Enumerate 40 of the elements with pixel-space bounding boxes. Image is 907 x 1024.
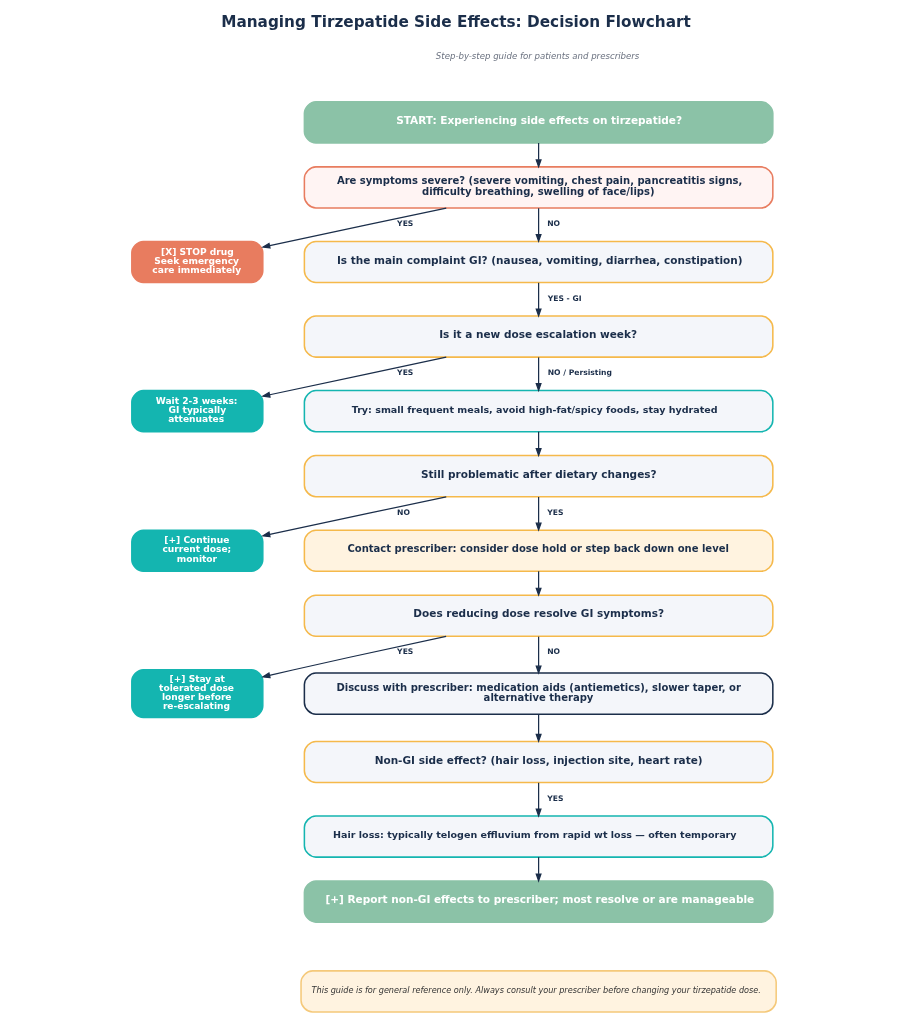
node-box: Non-GI side effect? (hair loss, injection site, heart rate) — [303, 740, 774, 784]
node-box: [+] Report non-GI effects to prescriber; most resolve or are manageable — [303, 880, 774, 923]
edge-label: YES — [396, 647, 413, 657]
arrow — [260, 496, 447, 538]
node-box: Hair loss: typically telogen effluvium from rapid wt loss — often temporary — [303, 815, 774, 858]
edge-label: NO / Persisting — [547, 368, 612, 378]
arrow — [534, 713, 542, 743]
edge-label: NO — [546, 219, 560, 229]
node-box: [+] Stay at tolerated dose longer before re-escalating — [130, 668, 264, 719]
edge-label: YES — [546, 793, 563, 803]
arrow — [260, 635, 447, 679]
edge-label: YES — [546, 507, 563, 517]
node-box: Are symptoms severe? (severe vomiting, chest pain, pancreatitis signs, difficulty breathing, swelling of face/lips) — [303, 166, 774, 209]
edge-label: YES - GI — [547, 293, 581, 303]
node-box: [+] Continue current dose; monitor — [130, 529, 264, 573]
node-box: Try: small frequent meals, avoid high-fat/spicy foods, stay hydrated — [303, 389, 774, 433]
node-box: Wait 2-3 weeks: GI typically attenuates — [130, 389, 264, 433]
arrow — [534, 356, 542, 393]
arrow — [534, 282, 542, 318]
arrow — [534, 496, 542, 532]
node-box: [X] STOP drug Seek emergency care immediately — [130, 240, 264, 284]
node-box: Still problematic after dietary changes? — [303, 454, 774, 498]
label: Step-by-step guide for patients and prescribers — [435, 50, 639, 61]
node-box: START: Experiencing side effects on tirzepatide? — [303, 101, 774, 144]
arrow — [534, 207, 542, 244]
arrow — [534, 636, 542, 675]
diagram-title: Managing Tirzepatide Side Effects: Decision Flowchart — [220, 13, 691, 32]
node-box: Does reducing dose resolve GI symptoms? — [303, 594, 774, 638]
edge-label: YES — [396, 219, 413, 229]
node-box: Discuss with prescriber: medication aids (antiemetics), slower taper, or alternative therapy — [303, 672, 774, 715]
arrow — [534, 782, 542, 818]
node-box: This guide is for general reference only. Always consult your prescriber before changing your tirzepatide dose. — [299, 970, 777, 1013]
edge-label: NO — [396, 507, 410, 517]
edge-label: NO — [546, 647, 560, 657]
edge-label: YES — [396, 368, 413, 378]
arrow — [260, 207, 447, 249]
arrow — [260, 356, 447, 398]
node-box: Contact prescriber: consider dose hold or step back down one level — [303, 529, 774, 573]
node-box: Is it a new dose escalation week? — [303, 315, 774, 358]
node-box: Is the main complaint GI? (nausea, vomiting, diarrhea, constipation) — [303, 240, 774, 284]
